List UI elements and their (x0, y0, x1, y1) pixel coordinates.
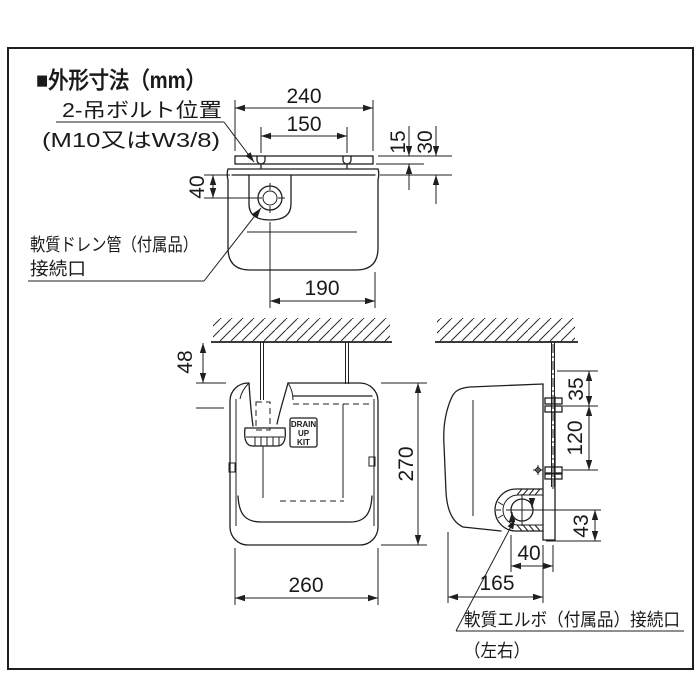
badge-line-3: KIT (297, 438, 310, 447)
ceiling-hatch-side (437, 318, 575, 342)
top-view (226, 155, 380, 271)
dim-165: 165 (447, 532, 544, 603)
nut-bottom-2 (544, 473, 563, 480)
dim-165-label: 165 (479, 572, 514, 595)
nut-top-2 (544, 405, 563, 413)
hanging-bolt-label-2: (M10又はW3/8) (42, 130, 220, 152)
dim-270: 270 (381, 382, 427, 546)
badge-line-1: DRAIN (291, 420, 317, 429)
hanging-bolt-left (260, 342, 264, 400)
dim-15-label: 15 (387, 130, 410, 153)
dim-30: 30 (380, 126, 452, 204)
leader-line (223, 121, 255, 163)
drain-port-inner (262, 190, 278, 206)
dim-40-side-label: 40 (517, 542, 540, 565)
dim-150-label: 150 (286, 113, 321, 136)
dim-260: 260 (234, 548, 379, 605)
tank-body-top-view (226, 168, 380, 271)
port-tab (248, 174, 292, 221)
tank-body-side (443, 383, 544, 532)
dim-35: 35 (557, 370, 598, 407)
dim-270-label: 270 (395, 446, 418, 481)
ceiling-hatch (213, 318, 390, 342)
callout-elbow: 軟質エルボ（付属品）接続口 （左右） (455, 518, 684, 661)
bolt-slot-left (256, 155, 266, 169)
elbow-boss (494, 488, 544, 532)
dim-48-label: 48 (174, 350, 197, 373)
drain-hose-label-1: 軟質ドレン管（付属品） (30, 235, 198, 255)
callout-drain-hose: 軟質ドレン管（付属品） 接続口 (28, 207, 262, 282)
elbow-label-2: （左右） (464, 641, 530, 661)
hanging-bolt-right (345, 342, 349, 384)
pocket-left (248, 382, 254, 427)
side-clip-left (228, 462, 236, 473)
elbow-label-1: 軟質エルボ（付属品）接続口 (464, 610, 680, 630)
dim-240-label: 240 (286, 85, 321, 108)
drain-up-kit-badge (289, 417, 318, 448)
mounting-plate (234, 155, 374, 165)
front-view: DRAIN UP KIT (211, 318, 392, 546)
dim-43: 43 (536, 509, 601, 542)
pocket-foot (244, 427, 286, 447)
dim-48: 48 (174, 343, 226, 409)
dim-240: 240 (234, 85, 374, 151)
pocket-right (276, 382, 289, 425)
dim-40-top: 40 (186, 174, 256, 199)
dim-30-label: 30 (414, 130, 437, 153)
dim-150: 150 (260, 113, 348, 153)
bracket-hole-marker (533, 465, 543, 475)
drain-hose-label-2: 接続口 (30, 259, 86, 279)
hanging-bolt-label-1: 2-吊ボルト位置 (62, 99, 222, 122)
dim-120: 120 (563, 406, 598, 471)
callout-hanging-bolt: 2-吊ボルト位置 (M10又はW3/8) (42, 99, 255, 163)
tank-body-front (229, 382, 379, 546)
page-title: ■外形寸法（mm） (36, 67, 206, 93)
dim-190: 190 (269, 222, 376, 308)
side-view (435, 318, 578, 541)
dim-43-label: 43 (570, 514, 593, 537)
dim-15: 15 (376, 126, 452, 190)
dim-40-top-label: 40 (186, 175, 209, 198)
badge-line-2: UP (298, 429, 310, 438)
nut-bottom-1 (544, 466, 563, 474)
leader-line (203, 207, 262, 282)
bottom-tray (237, 495, 373, 523)
dim-260-label: 260 (288, 574, 323, 597)
dim-120-label: 120 (564, 420, 587, 455)
side-clip-right (368, 456, 376, 467)
leader-line (455, 518, 516, 632)
dim-190-label: 190 (304, 277, 339, 300)
dim-35-label: 35 (565, 377, 588, 400)
drawing-border (7, 47, 694, 670)
nut-top-1 (544, 397, 563, 405)
bolt-slot-right (342, 155, 352, 169)
dim-40-side: 40 (510, 535, 554, 572)
hidden-bolt-bracket (255, 401, 271, 431)
